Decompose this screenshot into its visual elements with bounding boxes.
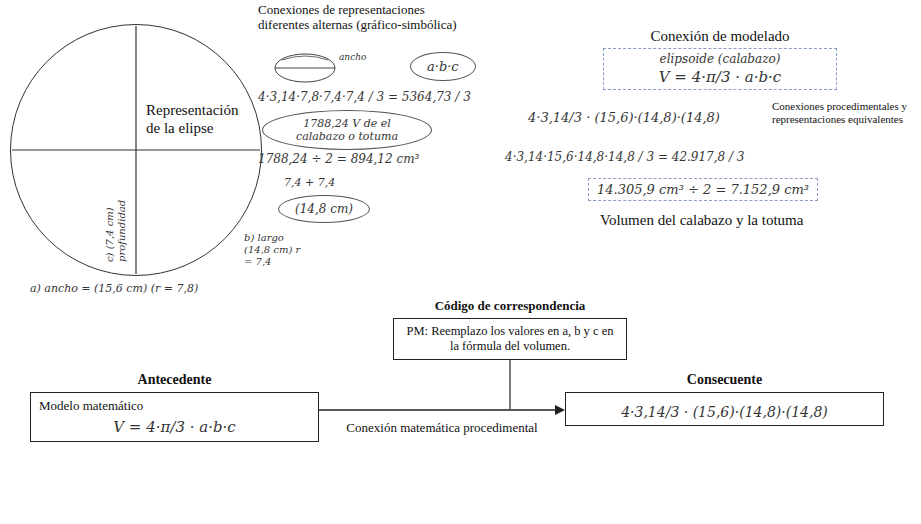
- circled-note: (14,8 cm): [278, 195, 370, 223]
- code-box: Código de correspondenciaPM: Reemplazo l…: [393, 318, 627, 360]
- dimension-label: b) largo (14,8 cm) r = 7,4: [244, 232, 306, 268]
- box-text: (14,8 cm): [295, 202, 353, 216]
- box-text: V = 4·π/3 · a·b·c: [612, 68, 828, 86]
- box-text: V = 4·π/3 · a·b·c: [39, 418, 310, 436]
- circled-note: a·b·c: [410, 52, 476, 81]
- correspondence-line: [509, 360, 510, 409]
- box-text: PM: Reemplazo los valores en a, b y c en…: [402, 324, 618, 354]
- sketch-label: ancho: [339, 52, 366, 62]
- annotation: Conexiones procedimentales y representac…: [772, 100, 914, 126]
- box-text: a·b·c: [427, 59, 459, 74]
- box-text: 1788,24 V de el calabazo o totuma: [279, 117, 415, 143]
- circled-note: 1788,24 V de el calabazo o totuma: [262, 110, 432, 150]
- calculation: 4·3,14/3 · (15,6)·(14,8)·(14,8): [528, 110, 720, 125]
- box-heading: Código de correspondencia: [354, 298, 666, 314]
- edge-label: Conexión matemática procedimental: [342, 420, 542, 436]
- sketch-curve: [282, 56, 328, 60]
- box-text: Modelo matemático: [39, 398, 310, 414]
- annotation: Volumen del calabazo y la totuma: [600, 212, 803, 229]
- result-box: 14.305,9 cm³ ÷ 2 = 7.152,9 cm³: [588, 178, 818, 201]
- box-text: 4·3,14/3 · (15,6)·(14,8)·(14,8): [574, 404, 875, 420]
- box-text: elipsoide (calabazo): [612, 52, 828, 66]
- antecedent-box: AntecedenteModelo matemáticoV = 4·π/3 · …: [30, 392, 319, 442]
- dimension-label: a) ancho = (15,6 cm) (r = 7,8): [30, 282, 198, 295]
- ellipse-figure: Representación de la elipse: [10, 24, 262, 276]
- ellipsoid-sketch: [275, 54, 335, 82]
- calculation: 4·3,14·7,8·7,4·7,4 / 3 = 5364,73 / 3: [258, 90, 471, 104]
- horizontal-axis: [12, 149, 260, 150]
- box-text: Representación de la elipse: [146, 101, 252, 137]
- calculation: 7,4 + 7,4: [284, 176, 335, 189]
- sketch-line: [275, 68, 335, 69]
- box-heading: Conexión de modelado: [564, 28, 876, 45]
- box-text: 14.305,9 cm³ ÷ 2 = 7.152,9 cm³: [597, 182, 809, 197]
- model-box: Conexión de modeladoelipsoide (calabazo)…: [603, 48, 837, 90]
- calculation: 1788,24 ÷ 2 = 894,12 cm³: [258, 152, 419, 166]
- box-heading: Consecuente: [526, 372, 921, 388]
- box-heading: Antecedente: [0, 372, 358, 388]
- calculation: 4·3,14·15,6·14,8·14,8 / 3 = 42.917,8 / 3: [505, 150, 745, 164]
- consequent-box: Consecuente4·3,14/3 · (15,6)·(14,8)·(14,…: [565, 392, 884, 426]
- section-title: Conexiones de representaciones diferente…: [258, 2, 473, 32]
- connector-arrow: [319, 405, 565, 415]
- dimension-label: c) (7,4 cm) profundidad: [104, 162, 128, 262]
